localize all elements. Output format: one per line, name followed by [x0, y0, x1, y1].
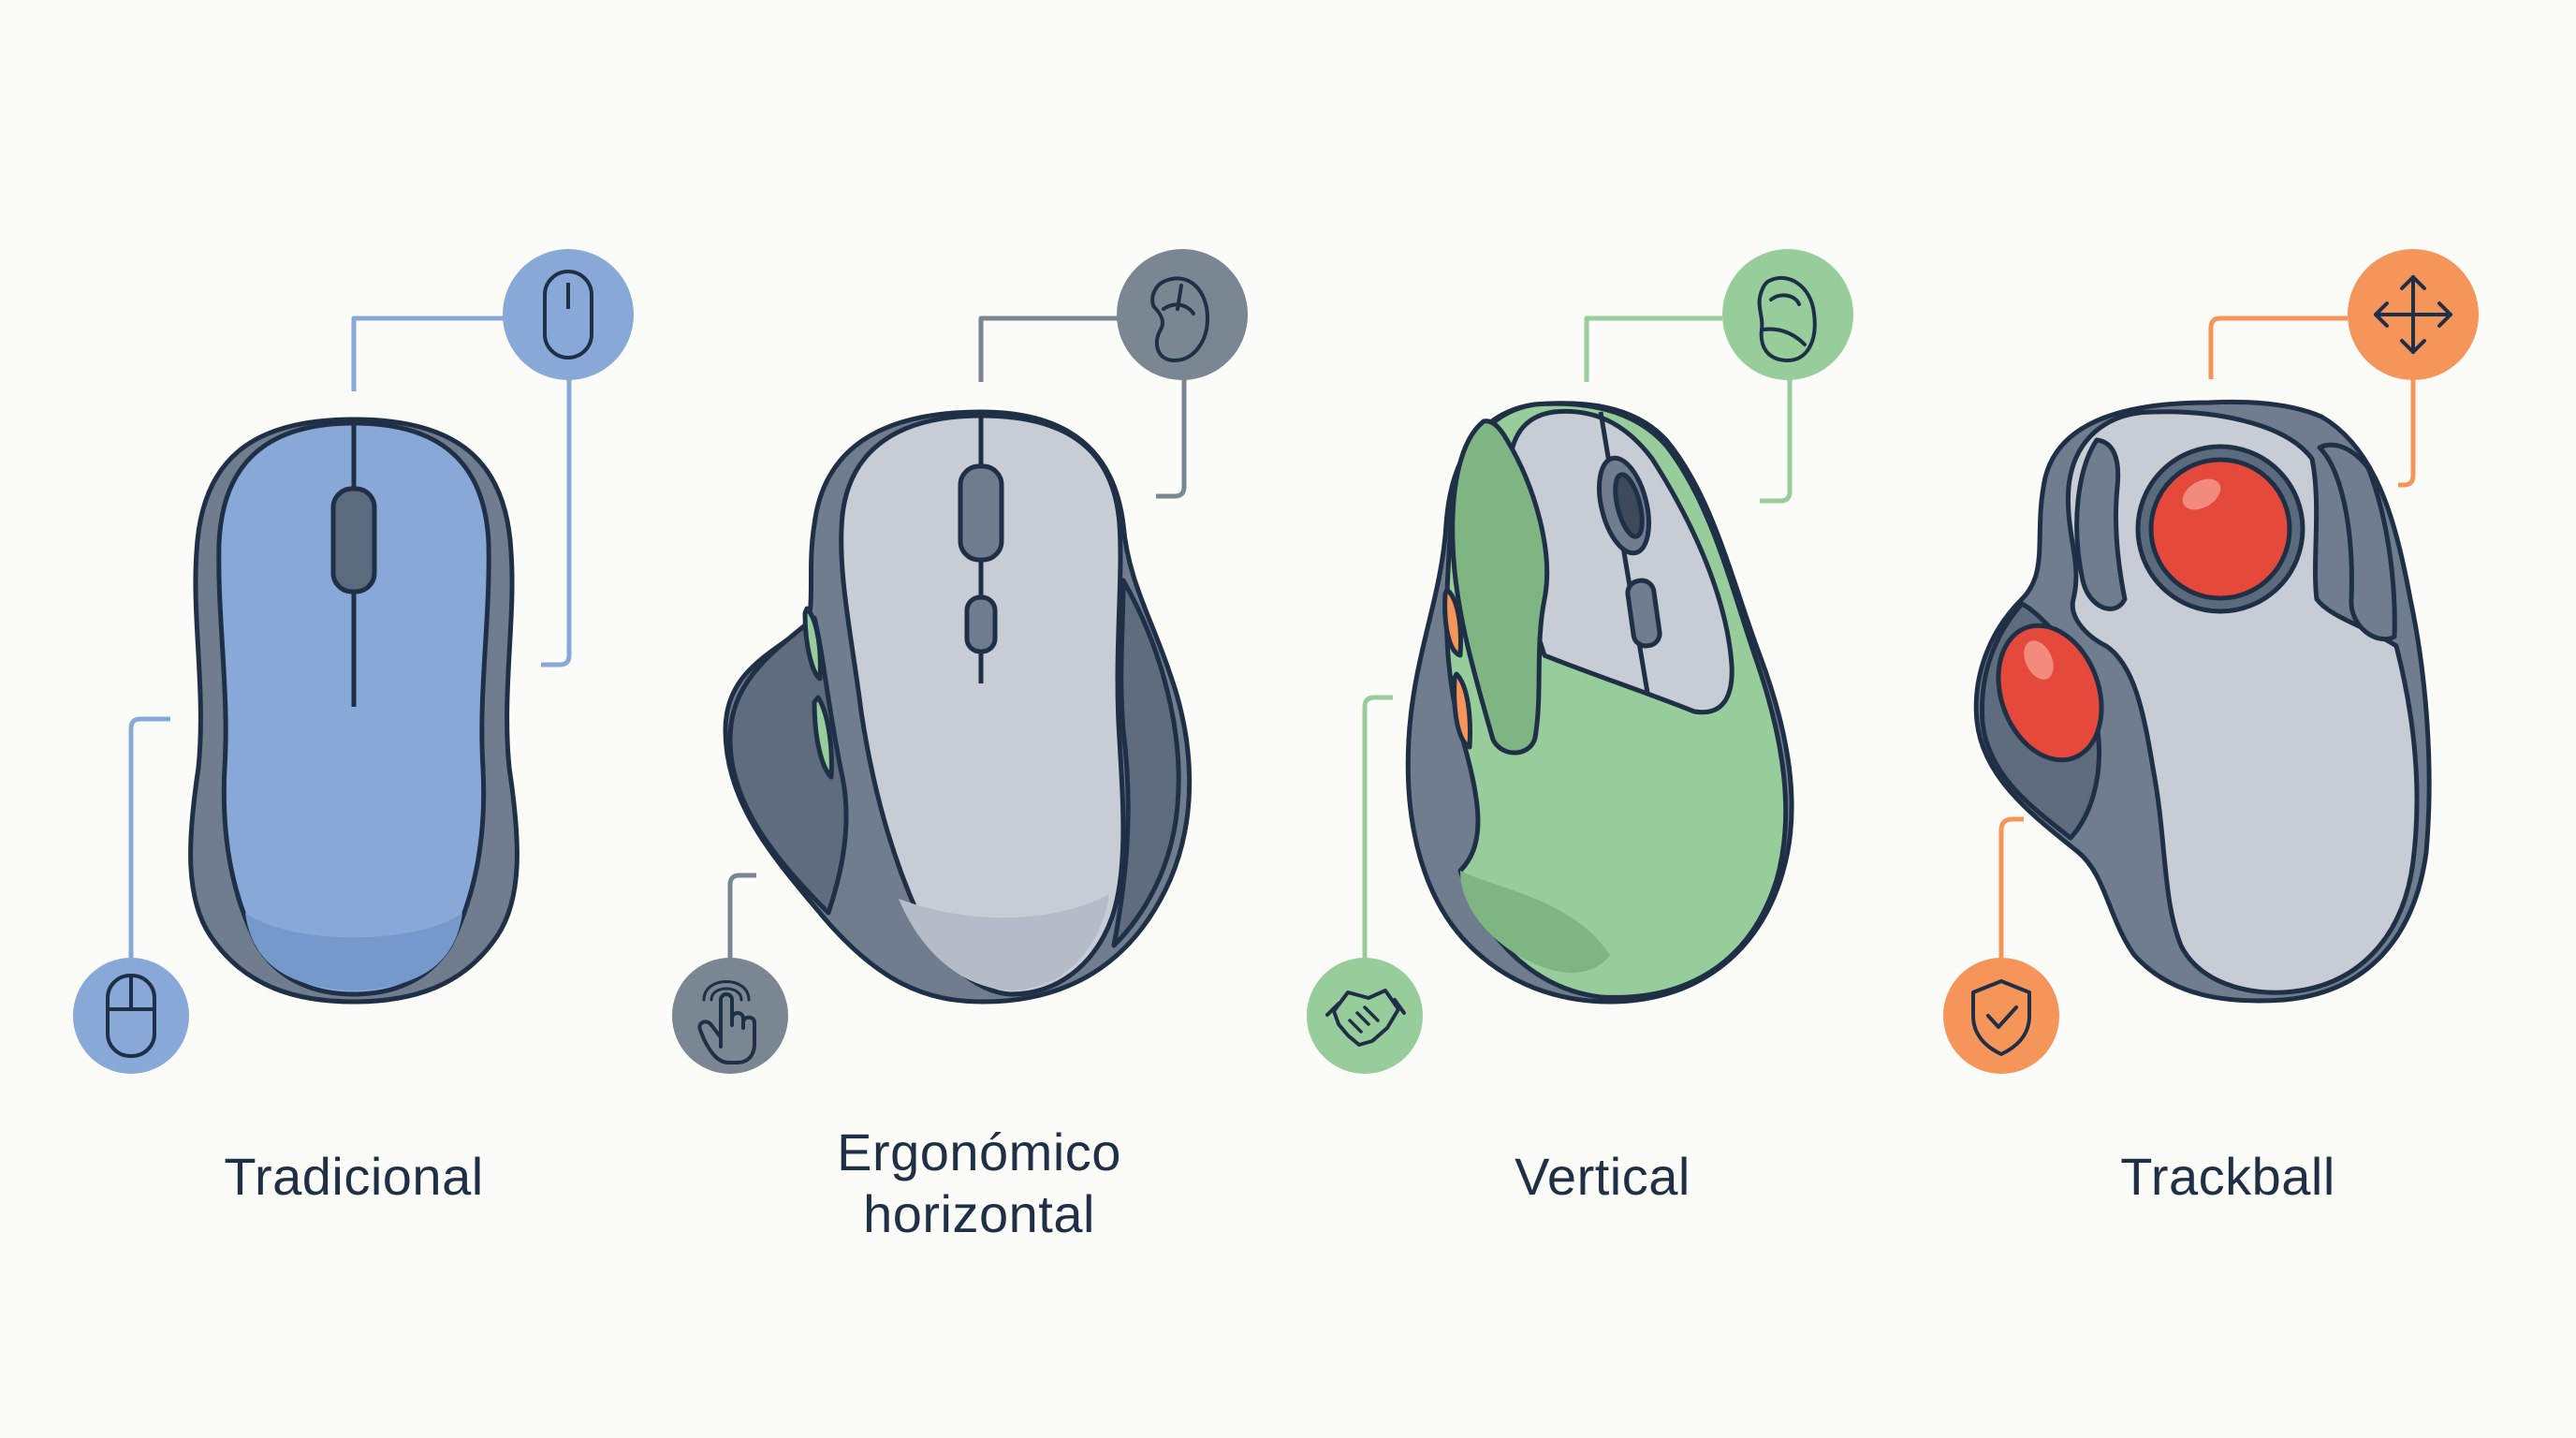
connector-line — [978, 315, 1121, 382]
touch-hand-icon — [672, 958, 788, 1074]
connector-line — [1760, 379, 1793, 504]
trackball-mouse-icon — [1973, 399, 2432, 1004]
connector-line — [2208, 315, 2348, 379]
ergonomic-horizontal-label: Ergonómico horizontal — [837, 1123, 1121, 1243]
ergonomic-mouse-group — [672, 249, 1248, 1074]
trackball-mouse-group — [1943, 249, 2479, 1074]
mouse-outline-icon — [503, 249, 634, 380]
mouse-outline-icon — [73, 958, 189, 1074]
traditional-mouse-icon — [188, 417, 520, 1005]
trackball-label: Trackball — [2120, 1147, 2335, 1206]
connector-line — [1998, 816, 2024, 962]
connector-line — [727, 873, 756, 962]
vertical-mouse-group — [1307, 249, 1853, 1074]
connector-line — [351, 315, 504, 391]
vertical-mouse-icon — [1405, 401, 1794, 1005]
vertical-label: Vertical — [1515, 1147, 1690, 1206]
ergonomic-mouse-icon — [723, 409, 1193, 1005]
vertical-mouse-icon — [1722, 249, 1853, 380]
connector-line — [2398, 379, 2416, 488]
traditional-mouse-group — [73, 249, 634, 1074]
connector-line — [1156, 379, 1187, 499]
shield-check-icon — [1943, 958, 2059, 1074]
traditional-label: Tradicional — [224, 1147, 484, 1206]
hand-on-mouse-icon — [1117, 249, 1248, 380]
handshake-icon — [1307, 958, 1423, 1074]
move-arrows-icon — [2348, 249, 2479, 380]
connector-line — [128, 716, 170, 962]
connector-line — [541, 379, 572, 668]
connector-line — [1584, 315, 1722, 382]
connector-line — [1362, 695, 1393, 962]
